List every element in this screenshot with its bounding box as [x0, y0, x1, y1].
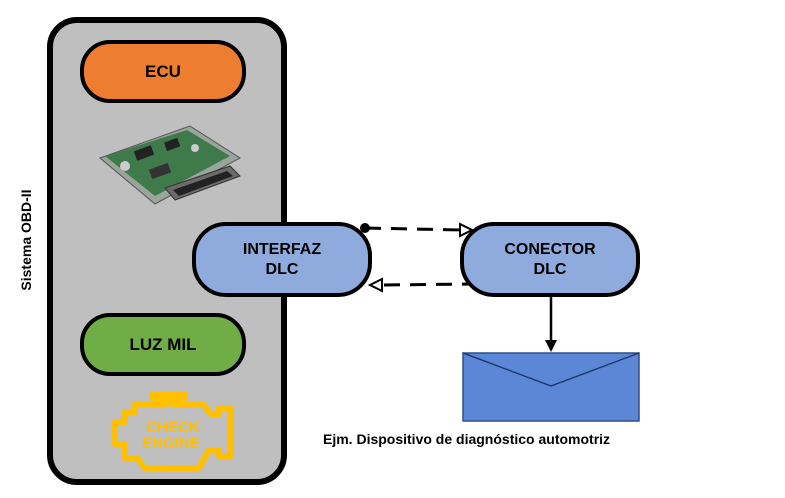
conector-dlc-node: CONECTOR DLC: [460, 222, 640, 297]
conector-line1: CONECTOR: [504, 240, 596, 258]
interfaz-line1: INTERFAZ: [242, 240, 322, 258]
ecu-label: ECU: [145, 61, 181, 81]
check-engine-icon: CHECK ENGINE: [112, 392, 234, 471]
arrowhead-down: [545, 340, 557, 352]
conector-line2: DLC: [533, 260, 567, 278]
dashed-arrow-to-conector: [364, 226, 463, 232]
dashed-arrow-to-interfaz: [379, 282, 479, 287]
envelope-device-icon: [462, 352, 640, 422]
system-label: Sistema OBD-II: [18, 189, 34, 291]
luz-mil-label: LUZ MIL: [129, 334, 197, 354]
engine-text: ENGINE: [142, 435, 200, 452]
ecu-board-image: [99, 125, 241, 205]
ecu-node: ECU: [80, 40, 246, 103]
arrowhead-left: [367, 277, 383, 293]
interfaz-line2: DLC: [265, 260, 299, 278]
luz-mil-node: LUZ MIL: [80, 313, 246, 376]
interfaz-dlc-node: INTERFAZ DLC: [192, 222, 372, 297]
device-caption: Ejm. Dispositivo de diagnóstico automotr…: [323, 431, 611, 447]
check-text: CHECK: [146, 419, 200, 436]
